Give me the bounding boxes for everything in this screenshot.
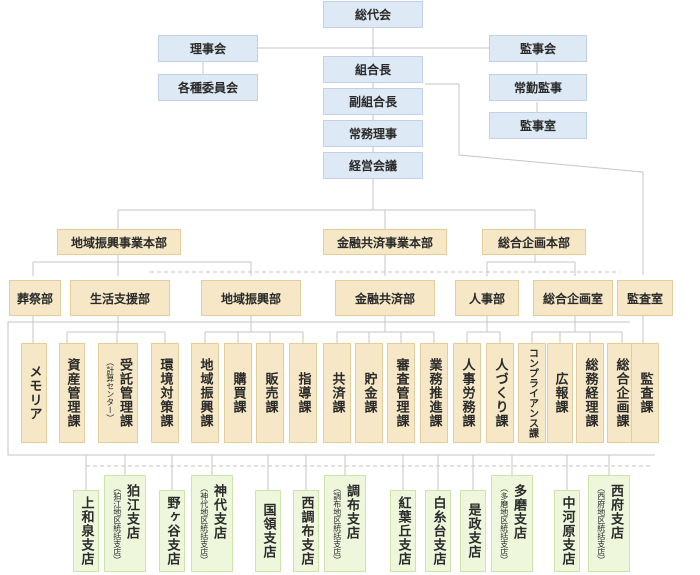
- branch-label: 中河原支店: [559, 496, 575, 566]
- section-label: 監査課: [637, 372, 653, 414]
- branch-label: 白糸台支店: [430, 496, 446, 566]
- section-contract-stack: 受託管理課 （計算センター）: [105, 358, 133, 428]
- branch-chofu: 調布支店 （調布地区統括支店）: [324, 475, 366, 572]
- branch-shiraitodai: 白糸台支店: [425, 490, 451, 572]
- branch-nogaya: 野ヶ谷支店: [159, 490, 185, 572]
- branch-label: 上和泉支店: [78, 496, 94, 566]
- section-label: 購買課: [230, 372, 246, 414]
- board-box: 理事会: [158, 35, 258, 62]
- section-label: 地域振興課: [197, 358, 213, 428]
- branch-label: 調布支店: [344, 483, 360, 540]
- branch-label: 西調布支店: [298, 496, 314, 566]
- general-meeting-box: 総代会: [323, 1, 423, 28]
- management-council-box: 経営会議: [323, 152, 423, 179]
- branch-koremasa: 是政支店: [460, 490, 486, 572]
- section-label: 受託管理課: [117, 358, 133, 428]
- branch-label: 野ヶ谷支店: [164, 496, 180, 566]
- branch-kamiwaizumi: 上和泉支店: [73, 490, 99, 572]
- branch-momiji: 紅葉丘支店: [390, 490, 416, 572]
- section-label: 総務経理課: [582, 358, 598, 428]
- audit-office-box: 監査室: [617, 280, 673, 316]
- section-general-accounting: 総務経理課: [576, 343, 604, 443]
- life-support-dept-box: 生活支援部: [70, 280, 170, 316]
- section-label: 広報課: [552, 372, 568, 414]
- section-label: メモリア: [26, 365, 42, 421]
- section-label: 貯金課: [361, 372, 377, 414]
- branch-label: 神代支店: [211, 483, 227, 540]
- auditor-office-box: 監事室: [489, 112, 587, 139]
- section-guidance: 指導課: [289, 343, 317, 443]
- branch-sublabel: （狛江地区統括支店）: [112, 483, 122, 564]
- section-label: 審査管理課: [393, 358, 409, 428]
- branch-komae: 狛江支店 （狛江地区統括支店）: [104, 475, 146, 572]
- section-label: 資産管理課: [64, 358, 80, 428]
- branch-label: 西府支店: [608, 483, 624, 540]
- section-contract: 受託管理課 （計算センター）: [98, 343, 138, 443]
- section-loan-review: 審査管理課: [387, 343, 415, 443]
- section-pr: 広報課: [547, 343, 573, 443]
- section-label: 環境対策課: [157, 358, 173, 428]
- president-box: 組合長: [323, 56, 423, 83]
- branch-tama: 多磨支店 （多磨地区統括支店）: [491, 475, 533, 572]
- branch-sublabel: （西府地区統括支店）: [596, 483, 606, 564]
- committees-box: 各種委員会: [158, 74, 258, 101]
- hr-dept-box: 人事部: [455, 280, 519, 316]
- section-label: 人事労務課: [459, 358, 475, 428]
- section-business-promo: 業務推進課: [420, 343, 448, 443]
- section-memoria: メモリア: [21, 343, 47, 443]
- funeral-dept-box: 葬祭部: [9, 280, 61, 316]
- section-compliance: コンプライアンス課: [518, 343, 546, 443]
- finance-mutual-hq-box: 金融共済事業本部: [323, 229, 447, 255]
- branch-kokuryo: 国領支店: [255, 490, 281, 572]
- section-audit: 監査課: [631, 343, 659, 443]
- section-sublabel: （計算センター）: [105, 358, 115, 422]
- section-mutual: 共済課: [323, 343, 351, 443]
- section-label: 指導課: [295, 372, 311, 414]
- branch-sublabel: （神代地区統括支店）: [199, 483, 209, 564]
- branch-label: 紅葉丘支店: [395, 496, 411, 566]
- branch-nishifu-stack: 西府支店 （西府地区統括支店）: [596, 483, 624, 564]
- branch-nishichofu: 西調布支店: [293, 490, 319, 572]
- section-environment: 環境対策課: [151, 343, 179, 443]
- regional-promotion-dept-box: 地域振興部: [201, 280, 301, 316]
- section-assets: 資産管理課: [59, 343, 85, 443]
- branch-label: 狛江支店: [124, 483, 140, 540]
- branch-chofu-stack: 調布支店 （調布地区統括支店）: [332, 483, 360, 564]
- section-label: 総合企画課: [613, 358, 629, 428]
- branch-label: 是政支店: [465, 503, 481, 559]
- section-savings: 貯金課: [355, 343, 383, 443]
- branch-nakagawara: 中河原支店: [554, 490, 580, 572]
- branch-jindai-stack: 神代支店 （神代地区統括支店）: [199, 483, 227, 564]
- section-label: 業務推進課: [426, 358, 442, 428]
- section-hr-labor: 人事労務課: [453, 343, 481, 443]
- section-purchasing: 購買課: [224, 343, 252, 443]
- section-label: コンプライアンス課: [526, 348, 538, 438]
- section-people-dev: 人づくり課: [486, 343, 514, 443]
- auditors-box: 監事会: [489, 35, 587, 62]
- section-label: 人づくり課: [492, 358, 508, 428]
- planning-hq-box: 総合企画本部: [482, 229, 586, 255]
- branch-label: 多磨支店: [511, 483, 527, 540]
- section-regional: 地域振興課: [191, 343, 219, 443]
- branch-nishifu: 西府支店 （西府地区統括支店）: [588, 475, 630, 572]
- regional-hq-box: 地域振興事業本部: [57, 229, 181, 255]
- fulltime-auditor-box: 常勤監事: [489, 74, 587, 101]
- branch-sublabel: （多磨地区統括支店）: [499, 483, 509, 564]
- planning-office-box: 総合企画室: [533, 280, 613, 316]
- section-general-planning: 総合企画課: [607, 343, 635, 443]
- vice-president-box: 副組合長: [323, 88, 423, 115]
- branch-label: 国領支店: [260, 503, 276, 559]
- managing-director-box: 常務理事: [323, 120, 423, 147]
- section-label: 販売課: [262, 372, 278, 414]
- branch-jindai: 神代支店 （神代地区統括支店）: [191, 475, 233, 572]
- branch-tama-stack: 多磨支店 （多磨地区統括支店）: [499, 483, 527, 564]
- branch-komae-stack: 狛江支店 （狛江地区統括支店）: [112, 483, 140, 564]
- section-label: 共済課: [329, 372, 345, 414]
- section-sales: 販売課: [256, 343, 284, 443]
- branch-sublabel: （調布地区統括支店）: [332, 483, 342, 564]
- finance-mutual-dept-box: 金融共済部: [335, 280, 435, 316]
